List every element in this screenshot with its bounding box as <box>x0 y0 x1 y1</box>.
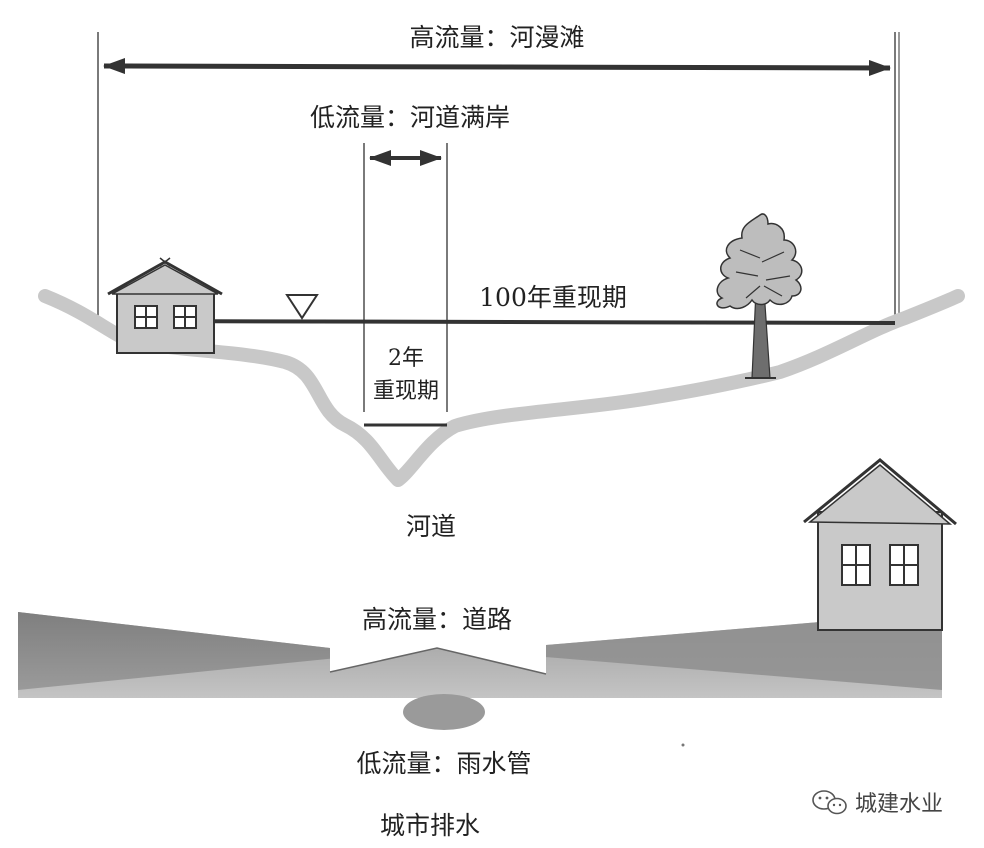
window-icon <box>889 544 919 586</box>
urban-drainage-caption: 城市排水 <box>380 811 480 840</box>
wechat-icon <box>812 790 847 815</box>
high-flow-arrow <box>103 58 891 76</box>
flood-100yr-level-line <box>117 319 896 325</box>
house-icon-right <box>803 458 957 631</box>
window-icon <box>841 544 871 586</box>
window-icon <box>134 305 158 329</box>
storm-pipe <box>403 694 485 730</box>
water-level-icon <box>285 294 319 320</box>
house-icon-left <box>107 257 223 354</box>
flood-100yr-label: 100年重现期 <box>479 283 627 312</box>
low-flow-bankfull-label: 低流量：河道满岸 <box>310 103 510 132</box>
window-icon <box>173 305 197 329</box>
high-flow-road-label: 高流量：道路 <box>362 605 512 634</box>
road-surface-edge <box>329 647 547 675</box>
flood-2yr-label-line1: 2年 <box>388 346 424 371</box>
channel-label: 河道 <box>406 512 456 541</box>
high-flow-floodplain-label: 高流量：河漫滩 <box>409 23 584 52</box>
road-ground-dark-left <box>18 612 437 690</box>
flood-2yr-label-line2: 重现期 <box>373 379 439 404</box>
watermark-text: 城建水业 <box>855 792 943 817</box>
road-ground-dark-right <box>437 618 942 690</box>
tree-icon <box>716 213 803 379</box>
road-surface <box>330 640 546 674</box>
low-flow-pipe-label: 低流量：雨水管 <box>356 749 531 778</box>
